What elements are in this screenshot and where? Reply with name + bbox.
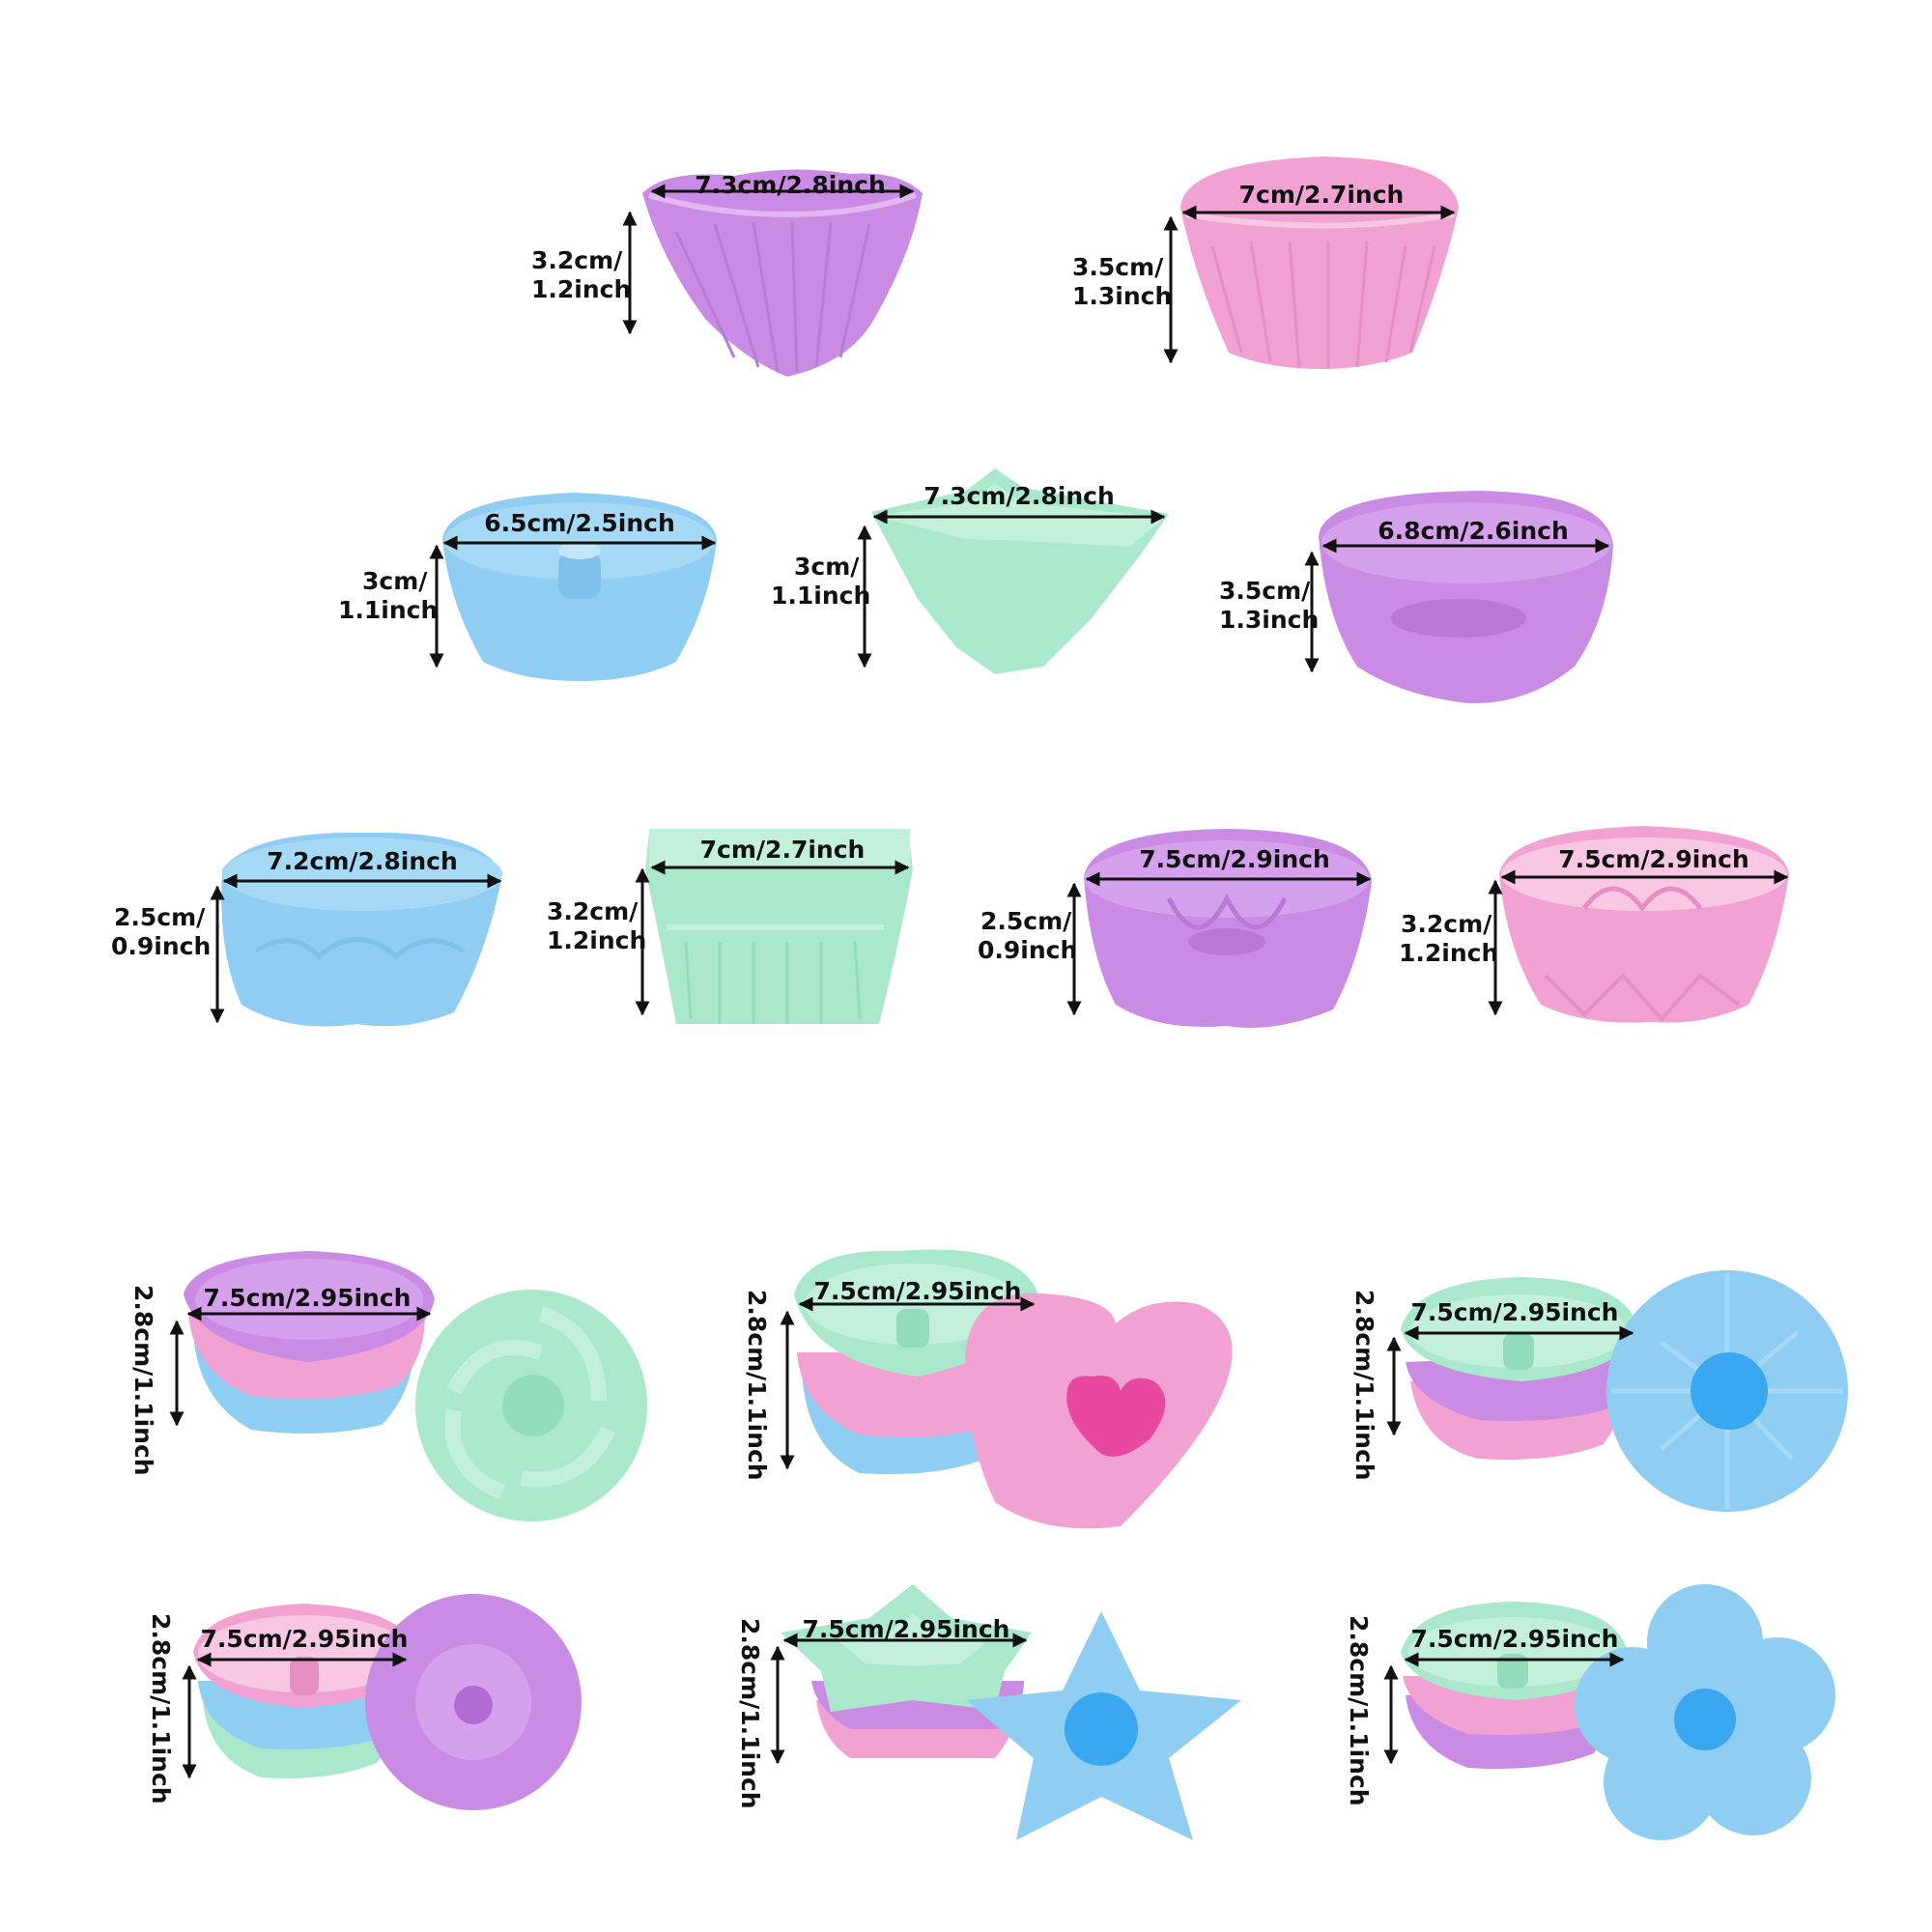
width-label: 7cm/2.7inch: [700, 836, 866, 864]
width-label: 7.3cm/2.8inch: [923, 482, 1115, 510]
height-label-inch: 0.9inch: [111, 932, 211, 960]
flower-donut-set: 7.5cm/2.95inch 2.8cm/1.1inch: [1345, 1584, 1835, 1840]
height-label-cm: 2.5cm/: [114, 903, 206, 931]
height-label: 2.8cm/1.1inch: [743, 1290, 771, 1481]
round-fluted-cup: 7cm/2.7inch 3.5cm/ 1.3inch: [1072, 156, 1459, 369]
height-label: 2.8cm/1.1inch: [147, 1613, 175, 1804]
height-label-cm: 2.5cm/: [980, 907, 1072, 935]
height-label-inch: 1.2inch: [1399, 939, 1498, 967]
width-label: 7.5cm/2.95inch: [803, 1615, 1010, 1643]
height-label-inch: 1.3inch: [1072, 282, 1172, 310]
width-label: 7.5cm/2.95inch: [1411, 1625, 1619, 1653]
heart-donut-set: 7.5cm/2.95inch 2.8cm/1.1inch: [743, 1249, 1233, 1529]
round-donut-set: 7.5cm/2.95inch 2.8cm/1.1inch: [147, 1594, 582, 1810]
height-label: 2.8cm/1.1inch: [1345, 1615, 1373, 1806]
width-label: 6.8cm/2.6inch: [1378, 517, 1569, 545]
pumpkin-bundt-set: 7.5cm/2.95inch 2.8cm/1.1inch: [1350, 1270, 1848, 1512]
width-label: 7.5cm/2.95inch: [1411, 1298, 1619, 1326]
width-label: 7cm/2.7inch: [1239, 181, 1405, 209]
bundt-ring-cup: 6.5cm/2.5inch 3cm/ 1.1inch: [338, 493, 717, 681]
width-label: 7.3cm/2.8inch: [695, 171, 886, 199]
star-cup: 7.3cm/2.8inch 3cm/ 1.1inch: [771, 469, 1169, 674]
width-label: 7.5cm/2.95inch: [814, 1277, 1022, 1305]
height-label-cm: 3cm/: [362, 567, 428, 595]
height-label-inch: 1.2inch: [531, 275, 631, 303]
star-donut-set: 7.5cm/2.95inch 2.8cm/1.1inch: [736, 1584, 1241, 1840]
swirl-bundt-set: 7.5cm/2.95inch 2.8cm/1.1inch: [129, 1251, 647, 1521]
height-label: 2.8cm/1.1inch: [129, 1285, 157, 1476]
height-label-inch: 1.1inch: [771, 582, 870, 610]
height-label-inch: 1.3inch: [1219, 606, 1319, 634]
height-label: 2.8cm/1.1inch: [1350, 1290, 1378, 1481]
height-label-inch: 1.1inch: [338, 596, 438, 624]
height-label-cm: 3.2cm/: [531, 246, 623, 274]
width-label: 7.2cm/2.8inch: [267, 847, 458, 875]
width-label: 7.5cm/2.95inch: [204, 1284, 412, 1312]
flower-cup: 7.2cm/2.8inch 2.5cm/ 0.9inch: [111, 832, 502, 1027]
height-label-cm: 3cm/: [794, 553, 860, 581]
height-label-cm: 3.2cm/: [547, 897, 639, 925]
flower-donut: [1575, 1584, 1835, 1840]
height-label-cm: 3.5cm/: [1219, 577, 1311, 605]
height-label-inch: 1.2inch: [547, 926, 646, 954]
height-label: 2.8cm/1.1inch: [736, 1618, 764, 1809]
width-label: 6.5cm/2.5inch: [484, 509, 675, 537]
width-label: 7.5cm/2.9inch: [1139, 845, 1330, 873]
sunflower-cup: 7.5cm/2.9inch 2.5cm/ 0.9inch: [978, 829, 1372, 1028]
rose-cup: 7.5cm/2.9inch 3.2cm/ 1.2inch: [1399, 826, 1789, 1023]
height-label-cm: 3.5cm/: [1072, 253, 1164, 281]
height-label-inch: 0.9inch: [978, 936, 1077, 964]
width-label: 7.5cm/2.95inch: [201, 1625, 409, 1653]
height-label-cm: 3.2cm/: [1401, 910, 1492, 938]
width-label: 7.5cm/2.9inch: [1558, 845, 1749, 873]
heart-fluted-cup: 7.3cm/2.8inch 3.2cm/ 1.2inch: [531, 169, 923, 377]
heart-bowl-cup: 6.8cm/2.6inch 3.5cm/ 1.3inch: [1219, 491, 1613, 704]
square-fluted-cup: 7cm/2.7inch 3.2cm/ 1.2inch: [547, 829, 913, 1024]
